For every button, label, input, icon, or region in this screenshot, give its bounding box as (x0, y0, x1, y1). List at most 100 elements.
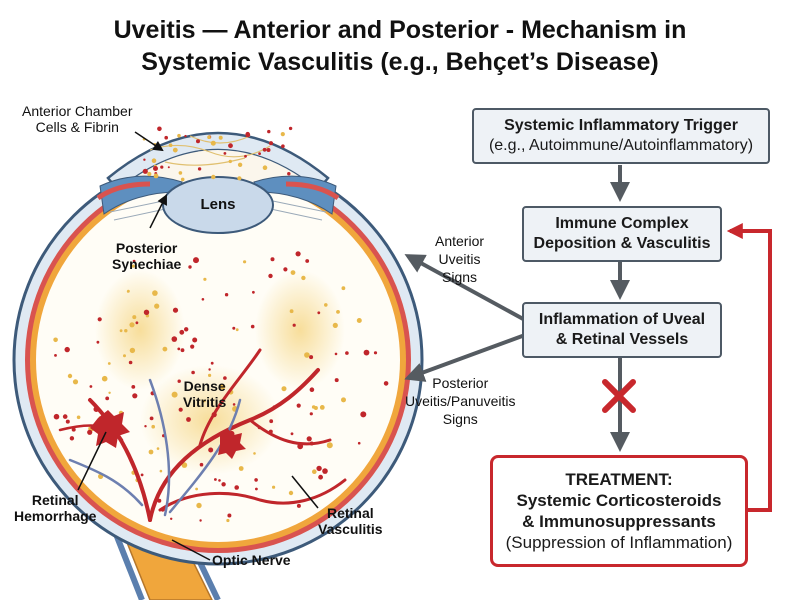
vitreous-cell (208, 368, 211, 371)
retinal-hemorrhage-blot (90, 410, 130, 448)
vitreous-cell (148, 449, 154, 455)
anterior-chamber-cell (196, 139, 200, 144)
vitreous-cell (171, 336, 178, 342)
label-anterior-uveitis-signs: Anterior Uveitis Signs (435, 233, 485, 285)
anterior-chamber-cell (177, 133, 181, 138)
vitreous-cell (309, 412, 313, 416)
vitreous-cell (243, 260, 247, 264)
vitreous-cell (289, 309, 294, 314)
vitreous-cell (132, 259, 136, 263)
vitreous-cell (272, 485, 276, 489)
vitreous-cell (129, 347, 136, 354)
eye-illustration (12, 126, 424, 600)
vitreous-cell (363, 349, 370, 356)
vitreous-cell (149, 416, 154, 421)
vitreous-cell (154, 303, 160, 309)
vitreous-cell (177, 347, 181, 351)
vitreous-cell (131, 264, 135, 268)
vitreous-cell (89, 385, 93, 388)
vitreous-cell (123, 354, 126, 358)
vitreous-cell (184, 327, 189, 332)
vitreous-cell (326, 442, 333, 449)
vitreous-cell (101, 375, 108, 382)
anterior-chamber-cell (160, 165, 164, 169)
vitreous-cell (201, 298, 205, 301)
vitreous-cell (334, 352, 338, 356)
vitreous-cell (317, 311, 321, 315)
vitreous-cell (191, 370, 195, 375)
vitreous-cell (309, 355, 314, 360)
anterior-chamber-cell (147, 171, 152, 177)
anterior-chamber-cell (168, 143, 173, 147)
vitreous-cell (65, 419, 70, 424)
vitreous-cell (71, 427, 76, 432)
vitreous-cell (172, 307, 179, 313)
anterior-chamber-cell (157, 126, 162, 132)
vitreous-cell (144, 425, 147, 428)
vitreous-cell (179, 329, 185, 335)
vitreous-cell (357, 441, 361, 445)
vitreous-cell (281, 386, 287, 392)
retinal-hemorrhage-blot-2 (218, 429, 246, 459)
vitreous-cell (223, 376, 227, 380)
vitreous-cell (312, 469, 317, 475)
vitreous-cell (193, 257, 199, 264)
vitreous-cell (196, 502, 202, 509)
vitreous-cell (283, 267, 288, 272)
anterior-chamber-cell (184, 134, 187, 138)
label-anterior-chamber: Anterior Chamber Cells & Fibrin (22, 103, 133, 135)
vitreous-cell (178, 407, 183, 412)
vitreous-cell (177, 379, 181, 383)
label-retinal-hemorrhage: Retinal Hemorrhage (14, 492, 97, 524)
vitreous-cell (221, 482, 226, 487)
vitreous-cell (290, 432, 294, 436)
anterior-chamber-cell (280, 132, 285, 137)
vitreous-cell (238, 466, 244, 471)
label-posterior-uveitis-signs: Posterior Uveitis/Panuveitis Signs (405, 375, 516, 427)
vitreous-cell (232, 403, 236, 406)
vitreous-cell (188, 265, 192, 269)
vitreous-cell (108, 391, 111, 394)
vitreous-cell (226, 518, 230, 523)
box-systemic-trigger: Systemic Inflammatory Trigger (e.g., Aut… (472, 108, 770, 164)
vitreous-cell (252, 290, 255, 294)
vitreous-cell (309, 387, 315, 393)
vitreous-cell (255, 487, 258, 491)
vitreous-cell (295, 251, 301, 257)
anterior-chamber-cell (178, 171, 183, 175)
label-dense-vitritis: Dense Vitritis (183, 378, 227, 410)
vitreous-cell (210, 361, 214, 365)
label-optic-nerve: Optic Nerve (212, 552, 291, 568)
vitreous-cell (195, 487, 199, 491)
anterior-chamber-cell (267, 129, 271, 134)
vitreous-cell (218, 479, 221, 482)
vitreous-cell (269, 419, 274, 424)
anterior-chamber-cell (210, 140, 216, 146)
anterior-chamber-cell (262, 147, 267, 152)
vitreous-cell (318, 474, 323, 480)
anterior-chamber-cell (153, 166, 158, 171)
anterior-chamber-cell (151, 158, 157, 163)
vitreous-cell (87, 429, 93, 435)
vitreous-cell (97, 317, 102, 322)
vitreous-cell (76, 415, 81, 420)
vitreous-cell (159, 469, 163, 473)
vitreous-cell (336, 310, 340, 314)
anterior-chamber-cell (258, 152, 261, 156)
anterior-chamber-cell (172, 147, 178, 153)
anterior-chamber-cell (197, 167, 202, 171)
vitreous-cell (332, 322, 338, 328)
vitreous-cell (224, 293, 229, 297)
inhibition-x-icon (602, 379, 636, 413)
vitreous-cell (162, 346, 168, 352)
vitreous-cell (254, 478, 258, 482)
vitreous-cell (235, 328, 239, 332)
vitreous-cell (301, 275, 306, 281)
vitreous-cell (334, 378, 339, 383)
vitreous-cell (54, 354, 57, 357)
anterior-chamber-cell (223, 152, 227, 155)
anterior-chamber-cell (237, 162, 243, 167)
vitreous-cell (119, 329, 123, 333)
vitreous-cell (250, 324, 255, 329)
